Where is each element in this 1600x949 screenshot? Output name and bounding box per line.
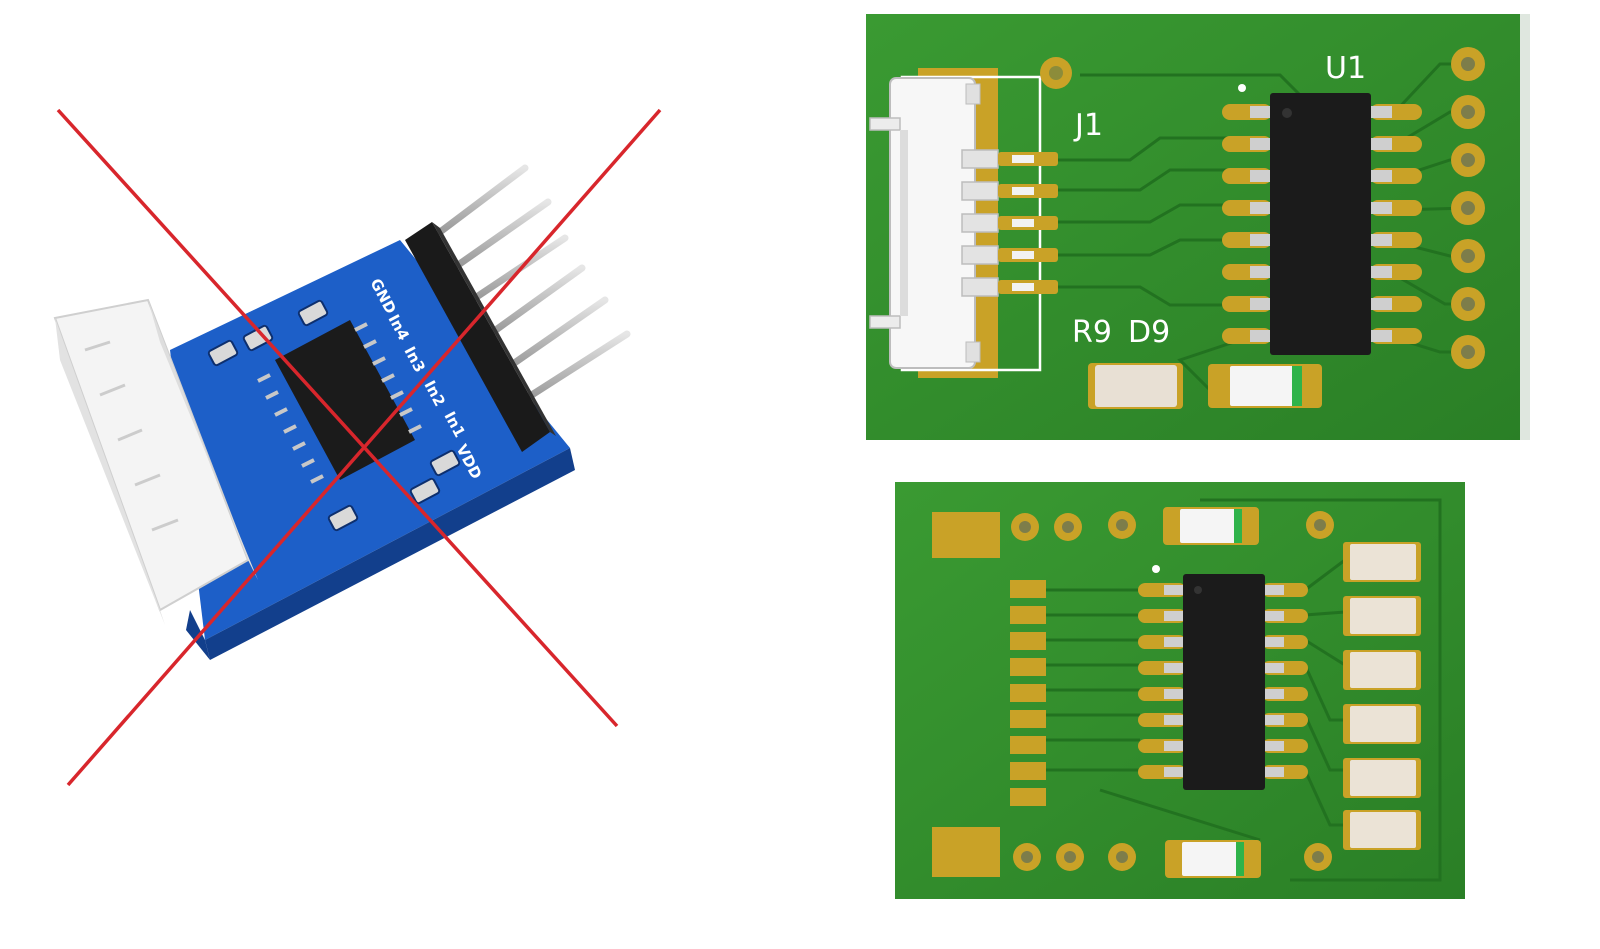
connector-j1 <box>869 68 1058 378</box>
module-photo: GND In4 In3 In2 In1 VDD <box>53 108 662 787</box>
pcb-bottom-traces <box>1045 498 1442 882</box>
pcb-top-view: J1 U1 R9 D9 <box>863 12 1530 442</box>
chip-u1 <box>1222 93 1422 355</box>
label-d9: D9 <box>1128 315 1170 350</box>
pad-column-left <box>1010 580 1046 806</box>
header-holes-top <box>1451 47 1485 369</box>
cross-out-mark <box>56 108 662 787</box>
label-r9: R9 <box>1072 315 1112 350</box>
module-chip <box>257 320 422 484</box>
mounting-hole <box>1040 57 1072 89</box>
label-u1: U1 <box>1325 51 1366 86</box>
resistor-column-right <box>1343 542 1421 850</box>
pcb-bottom-view <box>895 482 1465 899</box>
led-bottom-bottom-board <box>1165 840 1261 878</box>
module-white-connector <box>53 298 258 625</box>
pin1-dot <box>1152 565 1160 573</box>
led-d9 <box>1208 364 1322 408</box>
resistor-r9 <box>1088 363 1183 409</box>
led-top-bottom-board <box>1163 507 1259 545</box>
square-pad <box>932 827 1000 877</box>
module-pin-header <box>405 164 631 452</box>
through-holes-bottom <box>1011 511 1334 871</box>
square-pad <box>932 512 1000 558</box>
label-j1: J1 <box>1073 108 1103 143</box>
chip-bottom-board <box>1138 574 1308 790</box>
module-smd-parts <box>207 299 461 532</box>
pin1-dot <box>1238 84 1246 92</box>
